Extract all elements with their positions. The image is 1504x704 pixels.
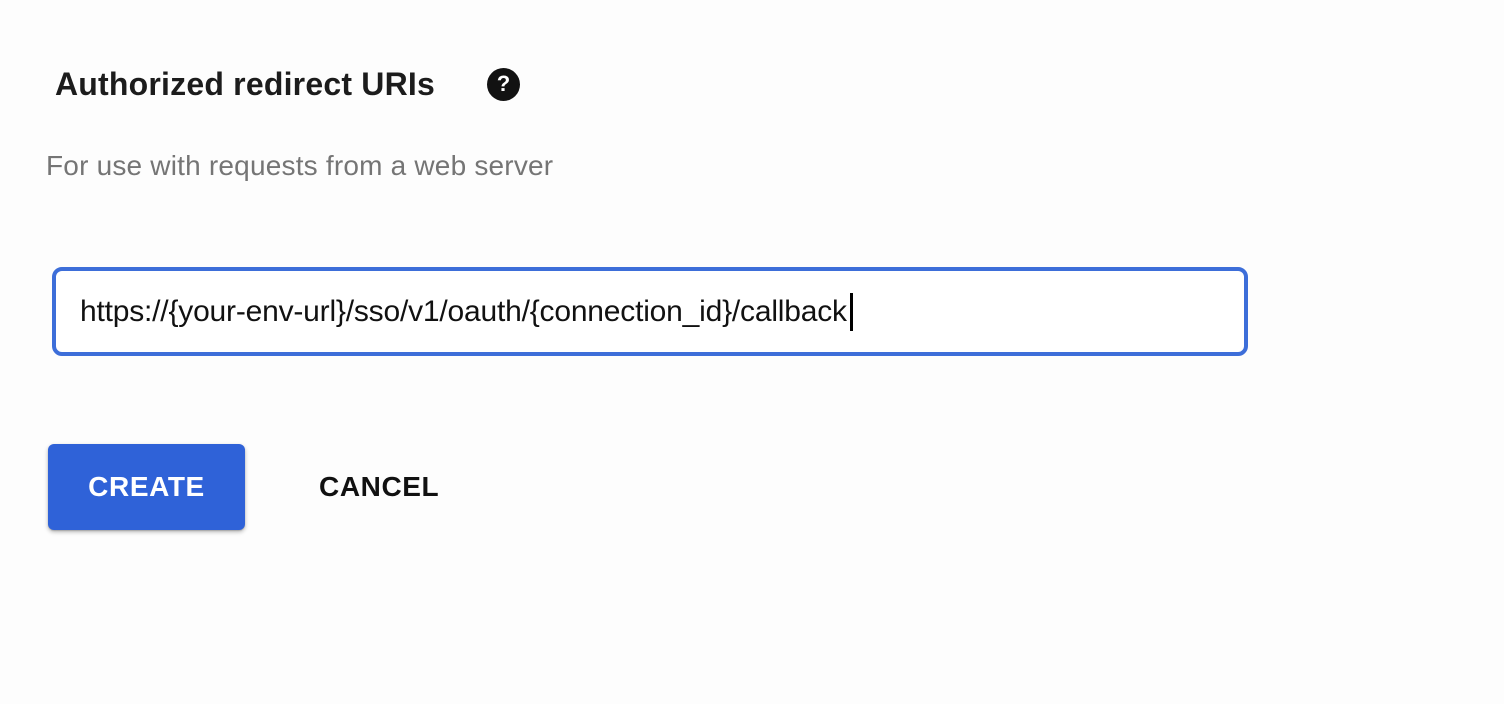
redirect-uri-input[interactable]: https://{your-env-url}/sso/v1/oauth/{con… (52, 267, 1248, 356)
page-title: Authorized redirect URIs (55, 66, 435, 102)
section-header: Authorized redirect URIs ? (55, 66, 520, 103)
text-caret (849, 292, 853, 331)
section-subtitle: For use with requests from a web server (46, 150, 554, 181)
cancel-button[interactable]: CANCEL (311, 461, 447, 513)
redirect-uri-value: https://{your-env-url}/sso/v1/oauth/{con… (80, 294, 847, 328)
help-icon[interactable]: ? (486, 68, 520, 101)
form-actions: CREATE CANCEL (48, 444, 447, 530)
create-button[interactable]: CREATE (48, 444, 245, 530)
question-mark-glyph: ? (496, 70, 511, 96)
